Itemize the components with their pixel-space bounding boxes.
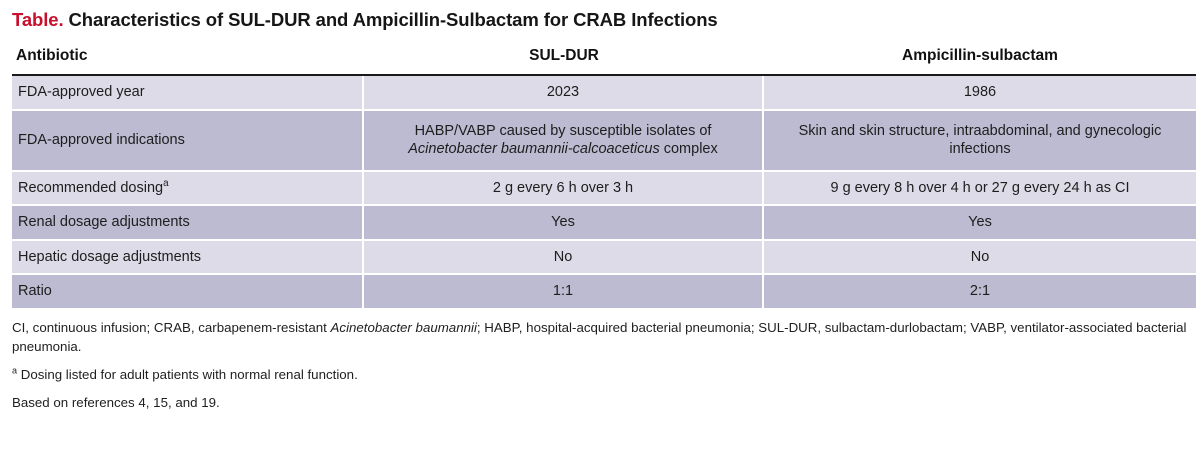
row-label-hepatic-dosage-adjustments: Hepatic dosage adjustments bbox=[12, 240, 364, 276]
table-row: FDA-approved indications HABP/VABP cause… bbox=[12, 110, 1196, 172]
cell-amp-fda-year: 1986 bbox=[764, 76, 1196, 111]
indications-organism-italic: Acinetobacter baumannii-calcoaceticus bbox=[408, 141, 660, 158]
cell-amp-renal: Yes bbox=[764, 206, 1196, 241]
table-row: Ratio 1:1 2:1 bbox=[12, 275, 1196, 309]
footnote-abbreviations: CI, continuous infusion; CRAB, carbapene… bbox=[12, 319, 1196, 357]
cell-suldur-ratio: 1:1 bbox=[364, 275, 764, 309]
title-text: Characteristics of SUL-DUR and Ampicilli… bbox=[68, 9, 718, 30]
column-header-suldur: SUL-DUR bbox=[364, 43, 764, 77]
footnote-a: a Dosing listed for adult patients with … bbox=[12, 366, 1196, 385]
abbrev-organism-italic: Acinetobacter baumannii bbox=[330, 320, 477, 336]
table-row: Renal dosage adjustments Yes Yes bbox=[12, 206, 1196, 241]
indications-text-pre: HABP/VABP caused by susceptible isolates… bbox=[414, 122, 712, 139]
table-row: Recommended dosinga 2 g every 6 h over 3… bbox=[12, 171, 1196, 207]
table-row: FDA-approved year 2023 1986 bbox=[12, 76, 1196, 111]
cell-suldur-dosing: 2 g every 6 h over 3 h bbox=[364, 171, 764, 207]
column-header-ampicillin-sulbactam: Ampicillin-sulbactam bbox=[764, 43, 1196, 77]
footnote-a-marker: a bbox=[12, 365, 18, 376]
column-header-antibiotic: Antibiotic bbox=[12, 43, 364, 77]
cell-amp-hepatic: No bbox=[764, 240, 1196, 276]
cell-amp-indications: Skin and skin structure, intraabdominal,… bbox=[764, 110, 1196, 172]
row-label-fda-approved-indications: FDA-approved indications bbox=[12, 110, 364, 172]
cell-suldur-renal: Yes bbox=[364, 206, 764, 241]
cell-suldur-fda-year: 2023 bbox=[364, 76, 764, 111]
characteristics-table: Antibiotic SUL-DUR Ampicillin-sulbactam … bbox=[12, 43, 1196, 309]
cell-suldur-hepatic: No bbox=[364, 240, 764, 276]
row-label-renal-dosage-adjustments: Renal dosage adjustments bbox=[12, 206, 364, 241]
cell-amp-dosing: 9 g every 8 h over 4 h or 27 g every 24 … bbox=[764, 171, 1196, 207]
table-header: Antibiotic SUL-DUR Ampicillin-sulbactam bbox=[12, 43, 1196, 77]
footnote-references: Based on references 4, 15, and 19. bbox=[12, 394, 220, 410]
table-header-row: Antibiotic SUL-DUR Ampicillin-sulbactam bbox=[12, 43, 1196, 77]
row-label-recommended-dosing: Recommended dosinga bbox=[12, 171, 364, 207]
footnote-a-text: Dosing listed for adult patients with no… bbox=[17, 366, 358, 382]
table-body: FDA-approved year 2023 1986 FDA-approved… bbox=[12, 76, 1196, 309]
row-label-ratio: Ratio bbox=[12, 275, 364, 309]
row-label-fda-approved-year: FDA-approved year bbox=[12, 76, 364, 111]
abbrev-pre: CI, continuous infusion; CRAB, carbapene… bbox=[12, 320, 331, 336]
table-row: Hepatic dosage adjustments No No bbox=[12, 240, 1196, 276]
abbrev-post: ; HABP, hospital-acquired bacterial pneu… bbox=[12, 320, 1187, 354]
title-label: Table. bbox=[12, 9, 64, 30]
row-label-text: Recommended dosing bbox=[18, 179, 164, 196]
cell-suldur-indications: HABP/VABP caused by susceptible isolates… bbox=[364, 110, 764, 172]
indications-text-post: complex bbox=[659, 141, 718, 158]
footnotes: CI, continuous infusion; CRAB, carbapene… bbox=[12, 319, 1196, 413]
cell-amp-ratio: 2:1 bbox=[764, 275, 1196, 309]
footnote-marker-a: a bbox=[163, 178, 169, 189]
page-title: Table. Characteristics of SUL-DUR and Am… bbox=[8, 0, 1192, 31]
